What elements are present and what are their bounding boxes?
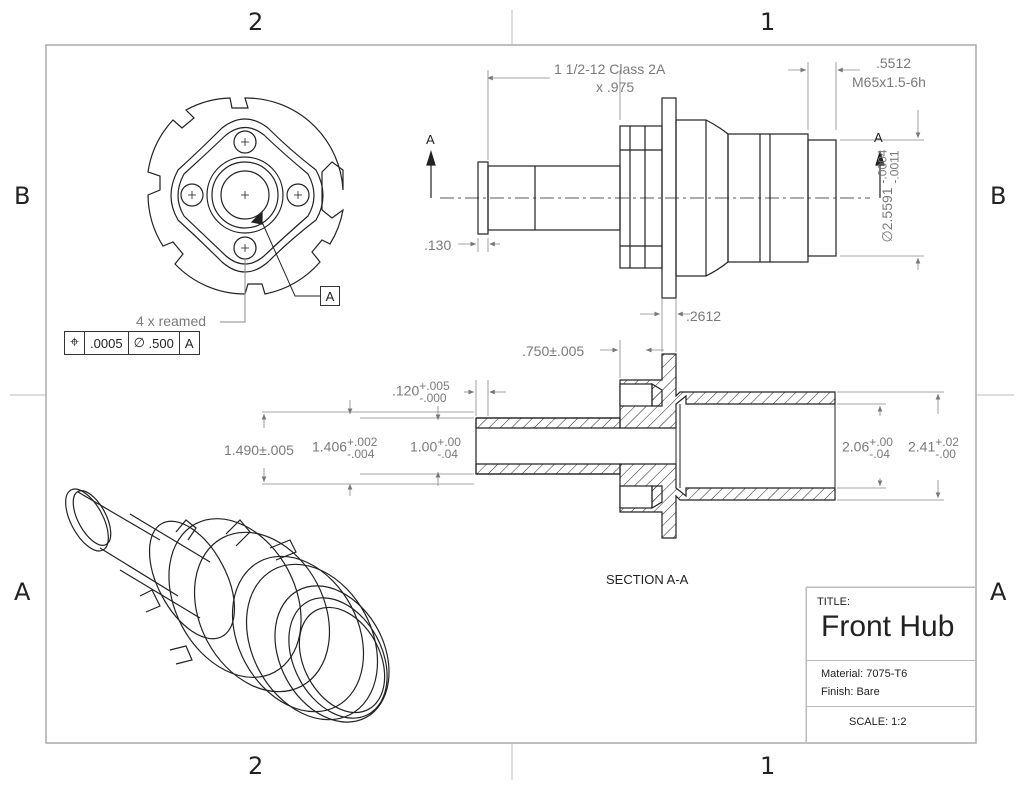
dim-206: 2.06+.00-.04 xyxy=(842,436,893,460)
sheet-border xyxy=(10,10,1014,780)
dim-241-lower: -.00 xyxy=(935,447,956,461)
reamed-note: 4 x reamed xyxy=(136,313,207,329)
thread-callout-1: 1 1/2-12 Class 2A xyxy=(554,61,666,77)
section-label: SECTION A-A xyxy=(606,572,689,587)
title-block-divider-2 xyxy=(807,706,977,707)
title-block: TITLE: Front Hub Material: 7075-T6 Finis… xyxy=(806,587,977,743)
dim-750: .750±.005 xyxy=(522,343,585,359)
groove-dim: .130 xyxy=(424,237,452,253)
dim-100-value: 1.00 xyxy=(410,438,438,455)
zone-bottom-2: 2 xyxy=(248,752,264,780)
fcf-size-value: .500 xyxy=(148,335,174,351)
fcf-tolerance: .0005 xyxy=(85,332,129,354)
section-dimensions xyxy=(261,298,944,501)
fcf-datum: A xyxy=(184,335,194,351)
zone-right-b: B xyxy=(990,182,1007,210)
dim-120-upper: +.005 xyxy=(419,379,450,393)
zone-bottom-1: 1 xyxy=(760,752,776,780)
dim-241-upper: +.02 xyxy=(935,435,959,449)
diameter-dim-value: ∅2.5591 xyxy=(879,187,896,243)
isometric-view xyxy=(65,488,390,723)
zone-top-1: 1 xyxy=(760,8,776,36)
material-label: Material: 7075-T6 xyxy=(821,668,908,680)
dim-1406: 1.406+.002-.004 xyxy=(312,436,377,460)
datum-a-box: A xyxy=(320,286,340,306)
dim-1406-value: 1.406 xyxy=(312,438,348,455)
position-icon: ⌖ xyxy=(65,332,86,354)
feature-control-frame: ⌖ .0005 ∅ .500 A xyxy=(64,331,200,355)
metric-dim: .5512 xyxy=(876,55,912,71)
thread-callout-2: x .975 xyxy=(596,79,635,95)
section-arrow-left-label: A xyxy=(426,132,435,147)
metric-thread: M65x1.5-6h xyxy=(852,74,926,90)
dim-100-upper: +.00 xyxy=(437,435,461,449)
dim-206-lower: -.04 xyxy=(869,447,890,461)
dim-1406-lower: -.004 xyxy=(347,447,375,461)
dim-241-value: 2.41 xyxy=(908,438,936,455)
drawing-title: Front Hub xyxy=(821,610,955,643)
dim-120-lower: -.000 xyxy=(419,391,447,405)
finish-label: Finish: Bare xyxy=(821,686,880,698)
zone-left-a: A xyxy=(14,578,31,606)
scale-label: SCALE: 1:2 xyxy=(849,716,907,728)
dim-120-value: .120 xyxy=(392,382,420,399)
section-arrow-right-label: A xyxy=(874,130,883,145)
dim-120: .120+.005-.000 xyxy=(392,380,450,404)
dim-100: 1.00+.00-.04 xyxy=(410,436,461,460)
diameter-dim: ∅2.5591 -.0004-.0011 xyxy=(875,150,902,243)
zone-top-2: 2 xyxy=(248,8,264,36)
section-view xyxy=(475,353,836,539)
diameter-tol-lower: -.0011 xyxy=(887,150,902,184)
diameter-icon: ∅ xyxy=(133,335,145,350)
title-block-divider-1 xyxy=(807,660,977,661)
zone-left-b: B xyxy=(14,182,31,210)
title-label: TITLE: xyxy=(817,596,851,608)
dim-1406-upper: +.002 xyxy=(347,435,378,449)
dim-206-upper: +.00 xyxy=(869,435,893,449)
dim-2612: .2612 xyxy=(686,308,722,324)
fcf-size: ∅ .500 xyxy=(129,332,180,354)
zone-right-a: A xyxy=(990,578,1007,606)
front-view xyxy=(147,97,344,323)
dim-100-lower: -.04 xyxy=(437,447,458,461)
dim-206-value: 2.06 xyxy=(842,438,870,455)
dim-1490: 1.490±.005 xyxy=(224,442,294,458)
side-view xyxy=(426,97,885,299)
dim-241: 2.41+.02-.00 xyxy=(908,436,959,460)
side-view-dimensions xyxy=(458,62,924,270)
